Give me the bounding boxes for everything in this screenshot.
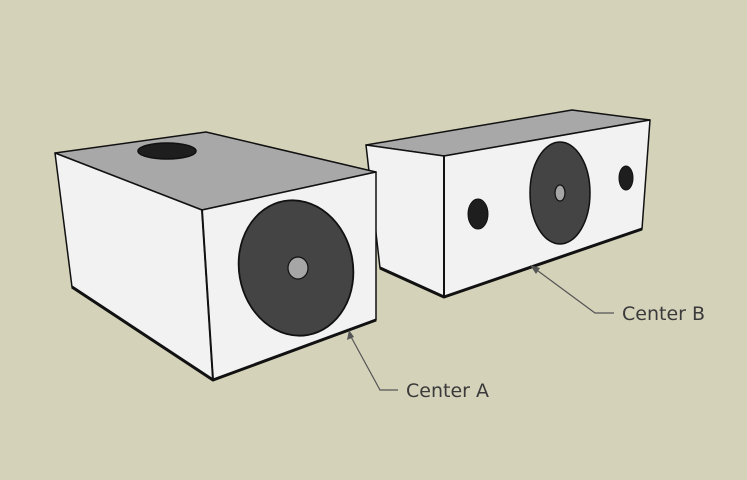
arrowhead-center-a xyxy=(347,330,354,340)
leader-line-center-a xyxy=(349,334,398,391)
speaker-box-a xyxy=(54,131,377,382)
box-a-front-left-edge xyxy=(201,209,214,381)
label-center-a: Center A xyxy=(406,380,489,402)
box-b-left-port xyxy=(467,198,489,230)
box-b-dust-cap xyxy=(554,184,566,202)
leader-line-center-b xyxy=(533,267,614,314)
box-a-top-port xyxy=(137,142,197,160)
label-center-b: Center B xyxy=(622,303,705,325)
callout-center-b: Center B xyxy=(530,265,705,325)
arrowhead-center-b xyxy=(530,265,540,274)
box-b-right-port xyxy=(618,165,634,191)
callout-center-a: Center A xyxy=(347,330,489,402)
box-a-dust-cap xyxy=(287,256,309,280)
speaker-box-b xyxy=(365,109,651,299)
